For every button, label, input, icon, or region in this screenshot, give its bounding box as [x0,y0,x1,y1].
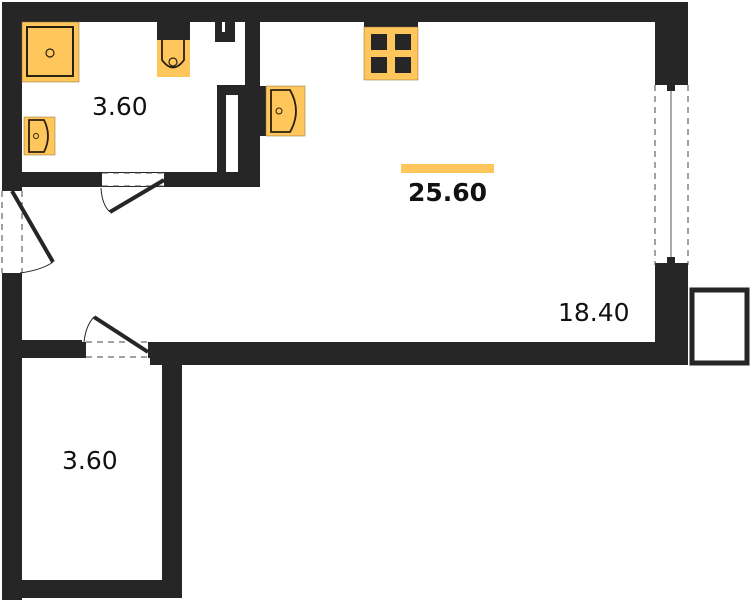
outdoor-box [689,287,750,366]
entrance-door [1,186,55,278]
bathroom-sink-icon [23,116,56,156]
shaft-void [226,95,238,172]
window [654,80,689,268]
stove-icon [363,22,419,81]
total-area-label: 25.60 [408,178,488,207]
storage-area-label: 3.60 [62,446,118,475]
living-room-area-label: 18.40 [558,298,630,327]
vent-slot [222,22,225,32]
storage-door [80,315,154,358]
shower-icon [21,21,80,83]
total-area-bar [401,164,494,173]
toilet-icon [157,22,190,77]
bathroom-area-label: 3.60 [92,92,148,121]
kitchen-sink-icon [260,85,306,137]
bathroom-door [96,172,170,214]
